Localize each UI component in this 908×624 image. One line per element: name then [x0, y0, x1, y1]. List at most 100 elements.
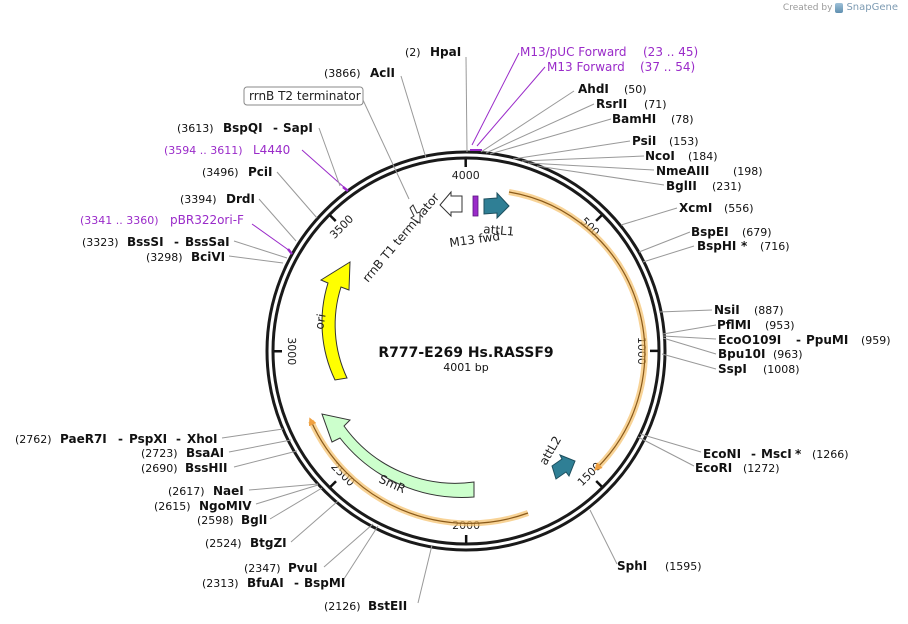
- site-bspmi-name: BspMI: [304, 576, 345, 590]
- credit-prefix: Created by: [782, 2, 833, 13]
- site-paer7i-pos: (2762): [15, 433, 52, 446]
- bamhi-leader: [489, 118, 612, 155]
- site-leaders: [221, 56, 717, 604]
- insert-direction-line: [508, 191, 646, 471]
- site-ngomiv-name: NgoMIV: [199, 499, 252, 513]
- primer-pbr322-name: pBR322ori-F: [170, 213, 244, 227]
- site-econi-pos: (1266): [812, 448, 849, 461]
- site-nmeaiii-pos: (198): [733, 165, 763, 178]
- snapgene-logo-icon: [835, 2, 844, 13]
- backbone-outer-ring: [265, 150, 667, 552]
- econi-leader: [639, 433, 702, 453]
- site-ecori-name: EcoRI: [695, 461, 732, 475]
- site-bspqi-name: BspQI: [223, 121, 263, 135]
- pflmi-leader: [662, 324, 717, 335]
- psii-leader: [512, 140, 631, 160]
- site-ngomiv-pos: (2615): [154, 500, 191, 513]
- site-bcivi-pos: (3298): [146, 251, 183, 264]
- paer7i-leader: [221, 428, 284, 439]
- snapgene-credit: Created by SnapGene: [783, 2, 898, 13]
- pcii-leader: [276, 171, 318, 219]
- bsshii-leader: [233, 450, 298, 468]
- site-bpu10i-name: Bpu10I: [718, 347, 765, 361]
- site-bgli-pos: (2598): [197, 514, 234, 527]
- primer-m13fwd-name: M13 Forward: [547, 60, 625, 74]
- site-bsaai-pos: (2723): [141, 447, 178, 460]
- site-ecori-pos: (1272): [743, 462, 780, 475]
- site-naei-pos: (2617): [168, 485, 205, 498]
- nmeaiii-leader: [527, 162, 655, 171]
- site-psii-name: PsiI: [632, 134, 656, 148]
- rsrii-leader: [485, 103, 595, 154]
- bsssi-leader: [233, 240, 288, 259]
- ecori-leader: [637, 436, 695, 467]
- site-pcii-pos: (3496): [202, 166, 239, 179]
- site-bspei-pos: (679): [742, 226, 772, 239]
- site-bspqi-pos: (3613): [177, 122, 214, 135]
- site-pvui-name: PvuI: [288, 561, 318, 575]
- site-bsssi-name: BssSI: [127, 235, 164, 249]
- primer-l4440-range: (3594 .. 3611): [164, 144, 243, 157]
- m13fwd-leader: [476, 66, 546, 147]
- site-ahdi-pos: (50): [624, 83, 647, 96]
- tick-mark-3000: 3000: [273, 337, 298, 365]
- site-bsteii-pos: (2126): [324, 600, 361, 613]
- site-bsssai-name: BssSaI: [185, 235, 230, 249]
- attl1-feature-arrow: [483, 191, 510, 220]
- rrnb-t1-label: rrnB T1 terminator: [360, 190, 443, 285]
- site-bamhi-name: BamHI: [612, 112, 656, 126]
- plasmid-name: R777-E269 Hs.RASSF9: [378, 345, 553, 361]
- site-econi-star: *: [795, 447, 802, 461]
- site-drdi-name: DrdI: [226, 192, 255, 206]
- site-pcii-name: PciI: [248, 165, 273, 179]
- m13-fwd-label: M13 fwd: [448, 229, 500, 250]
- site-econi-name: EcoNI: [703, 447, 741, 461]
- site-bspei-name: BspEI: [691, 225, 729, 239]
- site-pflmi-pos: (953): [765, 319, 795, 332]
- ahdi-leader: [480, 90, 575, 153]
- site-pspxi-name: PspXI: [129, 432, 167, 446]
- site-bsteii-name: BstEII: [368, 599, 407, 613]
- rrnb-t2-label: rrnB T2 terminator: [249, 89, 361, 103]
- attl2-feature-arrow: [551, 454, 576, 480]
- site-bsshii-pos: (2690): [141, 462, 178, 475]
- site-bgli-name: BglI: [241, 513, 267, 527]
- m13puc-leader: [471, 52, 520, 146]
- site-paer7i-dash2: -: [176, 432, 181, 446]
- site-btgzi-pos: (2524): [205, 537, 242, 550]
- site-paer7i-name: PaeR7I: [60, 432, 107, 446]
- site-sspi-pos: (1008): [763, 363, 800, 376]
- bspqi-leader: [318, 127, 341, 187]
- ncoi-leader: [521, 155, 645, 162]
- acli-leader: [400, 75, 427, 159]
- m13-fwd-primer-mark: [472, 195, 479, 217]
- ngomiv-leader: [255, 484, 319, 505]
- ori-feature-arrow: [319, 261, 351, 381]
- tick-label: 4000: [452, 169, 480, 182]
- naei-leader: [248, 483, 319, 491]
- l4440-backbone-mark: [342, 186, 349, 192]
- bfuai-leader: [341, 525, 379, 583]
- site-eco0109i-name: EcoO109I: [718, 333, 781, 347]
- tick-mark-3500: 3500: [327, 213, 356, 242]
- sspi-leader: [661, 353, 717, 370]
- site-bcivi-name: BciVI: [191, 250, 225, 264]
- site-pvui-pos: (2347): [244, 562, 281, 575]
- site-psii-pos: (153): [669, 135, 699, 148]
- site-bglii-name: BglII: [666, 179, 697, 193]
- site-rsrii-pos: (71): [644, 98, 667, 111]
- site-sphi-name: SphI: [617, 559, 647, 573]
- bsaai-leader: [228, 439, 292, 453]
- site-bsphi-star: *: [741, 239, 748, 253]
- insert-highlight-band: [508, 189, 648, 471]
- site-acli-pos: (3866): [324, 67, 361, 80]
- rrnb-t1-terminator-arrow: [439, 190, 463, 218]
- smr-direction-line: [308, 417, 529, 524]
- site-msci-name: MscI: [761, 447, 792, 461]
- site-bglii-pos: (231): [712, 180, 742, 193]
- site-bsphi-name: BspHI: [697, 239, 736, 253]
- site-xhoi-name: XhoI: [187, 432, 218, 446]
- bspei-leader: [638, 231, 691, 253]
- site-bsphi-pos: (716): [760, 240, 790, 253]
